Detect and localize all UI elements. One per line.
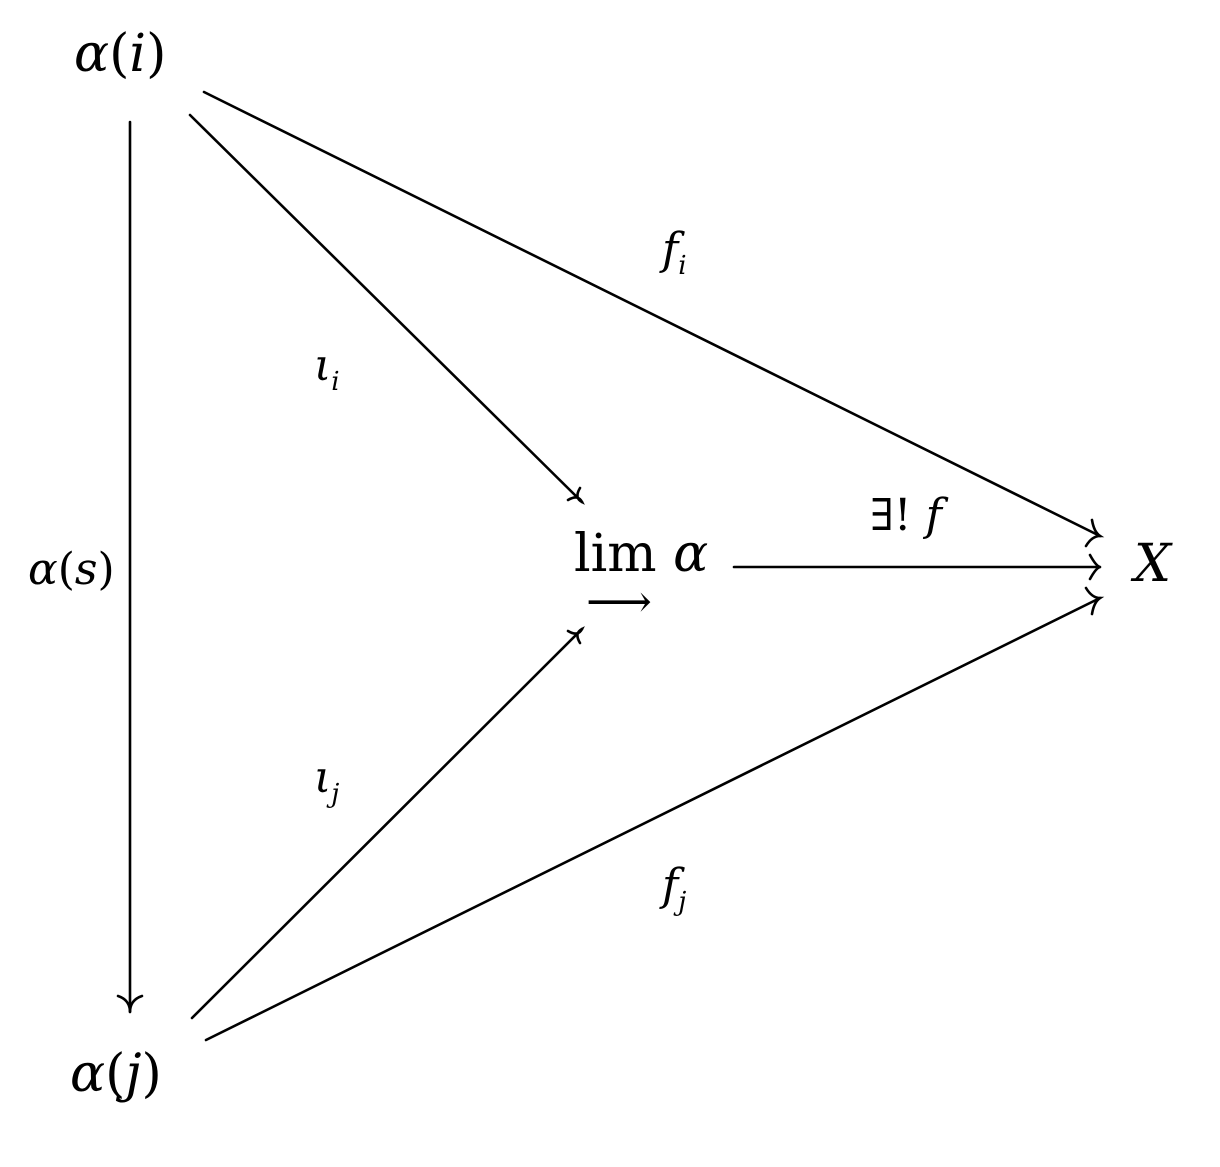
iota-symbol: ι: [314, 752, 332, 803]
close-paren: ): [97, 544, 115, 595]
alpha-symbol: α: [28, 544, 58, 595]
label-iota-j: ιj: [314, 756, 340, 809]
index-i: i: [129, 24, 147, 84]
arrow-iota-i: [188, 113, 584, 504]
subscript-j: j: [331, 779, 340, 809]
alpha-symbol: α: [673, 524, 709, 584]
x-symbol: X: [1134, 534, 1172, 594]
f-symbol: f: [662, 224, 679, 275]
arrow-iota-j: [190, 627, 584, 1020]
close-paren: ): [146, 24, 167, 84]
subscript-j: j: [678, 887, 687, 917]
alpha-symbol: α: [74, 24, 110, 84]
label-alpha-s: α(s): [28, 548, 115, 592]
arrowhead-f-j: [1084, 586, 1105, 616]
exists-unique-quantifier: ∃!: [870, 490, 912, 541]
subscript-i: i: [331, 367, 340, 397]
open-paren: (: [57, 544, 75, 595]
node-alpha-i: α(i): [74, 28, 166, 80]
iota-symbol: ι: [314, 340, 332, 391]
open-paren: (: [109, 24, 130, 84]
arrowhead-f-i: [1084, 518, 1105, 548]
open-paren: (: [105, 1044, 126, 1104]
label-unique-f: ∃! f: [870, 494, 942, 538]
subscript-i: i: [678, 251, 687, 281]
arrowhead-iota-j: [566, 626, 585, 645]
index-s: s: [74, 544, 98, 595]
label-f-i: fi: [662, 228, 687, 281]
alpha-symbol: α: [70, 1044, 106, 1104]
node-target-x: X: [1134, 538, 1171, 590]
arrowhead-alpha-s: [116, 994, 144, 1013]
arrow-f-j: [204, 596, 1102, 1042]
lim-operator: lim: [574, 524, 657, 584]
index-j: j: [125, 1044, 142, 1104]
f-symbol: f: [662, 860, 679, 911]
close-paren: ): [141, 1044, 162, 1104]
f-symbol: f: [925, 490, 942, 541]
arrow-f-i: [202, 90, 1102, 538]
arrowhead-iota-i: [566, 486, 585, 505]
label-iota-i: ιi: [314, 344, 340, 397]
direct-limit-arrow-icon: ⟶: [586, 574, 652, 628]
arrowhead-unique-f: [1088, 553, 1101, 581]
node-colimit: lim α ⟶: [574, 528, 708, 624]
node-alpha-j: α(j): [70, 1048, 162, 1100]
label-f-j: fj: [662, 864, 687, 917]
